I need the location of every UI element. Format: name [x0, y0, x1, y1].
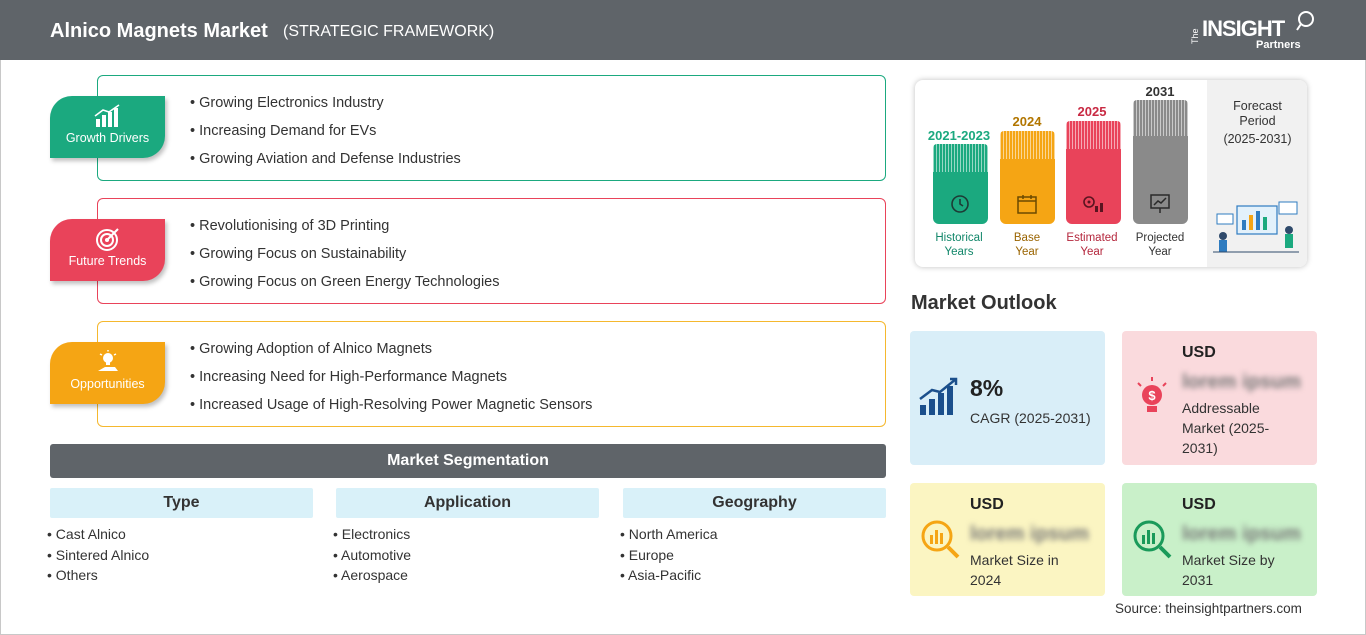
logo-magnifier-icon: [1296, 11, 1314, 31]
growth-chart-icon: [919, 377, 958, 415]
dollar-lightbulb-icon: $: [1137, 377, 1167, 412]
timeline-bar-estimated: [1066, 121, 1121, 224]
page-subtitle: (STRATEGIC FRAMEWORK): [283, 23, 495, 40]
timeline-year-historical: 2021-2023: [927, 128, 991, 143]
calendar-icon: [1017, 195, 1037, 214]
history-clock-icon: [951, 195, 969, 213]
timeline-label-historical: Historical Years: [935, 232, 983, 258]
lightbulb-hand-icon: [97, 350, 118, 371]
opportunities-badge: Opportunities: [50, 342, 165, 404]
forecast-title: Forecast Period: [1233, 99, 1282, 128]
cagr-card: 8% CAGR (2025-2031): [910, 331, 1105, 465]
list-item: Growing Adoption of Alnico Magnets: [190, 340, 592, 368]
list-item: Sintered Alnico: [47, 547, 313, 568]
size-2031-currency: USD: [1182, 496, 1216, 513]
timeline-bar-base: [1000, 131, 1055, 224]
forecast-period: (2025-2031): [1223, 132, 1292, 146]
future-trends-list: Revolutionising of 3D Printing Growing F…: [190, 217, 499, 301]
addressable-market-card: $ USD lorem ipsum Addressable Market (20…: [1122, 331, 1317, 465]
market-size-2024-card: USD lorem ipsum Market Size in 2024: [910, 483, 1105, 596]
opportunities-panel: Growing Adoption of Alnico Magnets Incre…: [97, 321, 886, 427]
market-outlook-title: Market Outlook: [911, 292, 1057, 314]
growth-drivers-label: Growth Drivers: [65, 131, 150, 145]
list-item: Increased Usage of High-Resolving Power …: [190, 396, 592, 424]
magnifier-chart-icon: [921, 520, 960, 559]
timeline-label-estimated: Estimated Year: [1066, 232, 1118, 258]
logo-the: The: [1190, 28, 1200, 44]
future-trends-badge: Future Trends: [50, 219, 165, 281]
future-trends-panel: Revolutionising of 3D Printing Growing F…: [97, 198, 886, 304]
segment-type-head: Type: [50, 488, 313, 518]
opportunities-label: Opportunities: [70, 377, 145, 391]
list-item: Automotive: [333, 547, 599, 568]
list-item: Growing Focus on Sustainability: [190, 245, 499, 273]
market-segmentation-header: Market Segmentation: [50, 444, 886, 478]
timeline-label-projected: Projected Year: [1135, 232, 1185, 258]
list-item: Increasing Need for High-Performance Mag…: [190, 368, 592, 396]
target-icon: [95, 228, 119, 251]
timeline-label-base: Base Year: [1013, 232, 1041, 258]
timeline-card: 2021-2023 Historical Years 2024 Base Yea…: [915, 80, 1307, 267]
segment-application-head: Application: [336, 488, 599, 518]
market-size-2031-card: USD lorem ipsum Market Size by 2031: [1122, 483, 1317, 596]
addressable-label: Addressable Market (2025- 2031): [1182, 400, 1270, 456]
list-item: Electronics: [333, 526, 599, 547]
cagr-value: 8%: [970, 375, 1004, 401]
size-2031-label: Market Size by 2031: [1182, 552, 1275, 588]
growth-drivers-panel: Growing Electronics Industry Increasing …: [97, 75, 886, 181]
list-item: Growing Focus on Green Energy Technologi…: [190, 273, 499, 301]
list-item: Growing Electronics Industry: [190, 94, 461, 122]
growth-drivers-badge: Growth Drivers: [50, 96, 165, 158]
timeline-bar-projected: [1133, 100, 1188, 224]
page-title: Alnico Magnets Market: [50, 20, 268, 42]
size-2031-value: lorem ipsum: [1182, 523, 1301, 545]
analytics-illustration-icon: [1213, 201, 1299, 253]
addressable-currency: USD: [1182, 344, 1216, 361]
addressable-value: lorem ipsum: [1182, 371, 1301, 393]
insight-partners-logo[interactable]: The INSIGHT Partners: [1190, 10, 1320, 54]
timeline-year-estimated: 2025: [1077, 104, 1107, 119]
future-trends-label: Future Trends: [68, 254, 147, 268]
gears-chart-icon: [1083, 196, 1103, 212]
segment-geography: Geography North America Europe Asia-Paci…: [623, 488, 886, 588]
list-item: Asia-Pacific: [620, 567, 886, 588]
bar-chart-growth-icon: [94, 104, 119, 127]
growth-drivers-list: Growing Electronics Industry Increasing …: [190, 94, 461, 178]
segment-application: Application Electronics Automotive Aeros…: [336, 488, 599, 588]
size-2024-label: Market Size in 2024: [970, 552, 1059, 588]
svg-text:$: $: [1148, 388, 1156, 403]
segment-type: Type Cast Alnico Sintered Alnico Others: [50, 488, 313, 588]
list-item: Increasing Demand for EVs: [190, 122, 461, 150]
header-bar: Alnico Magnets Market (STRATEGIC FRAMEWO…: [0, 0, 1366, 60]
list-item: Others: [47, 567, 313, 588]
list-item: Europe: [620, 547, 886, 568]
magnifier-chart-icon: [1133, 520, 1172, 559]
timeline-bar-historical: [933, 144, 988, 224]
list-item: Aerospace: [333, 567, 599, 588]
logo-insight: INSIGHT: [1202, 16, 1285, 41]
size-2024-currency: USD: [970, 496, 1004, 513]
list-item: Growing Aviation and Defense Industries: [190, 150, 461, 178]
logo-partners: Partners: [1256, 39, 1301, 51]
timeline-year-base: 2024: [1012, 114, 1042, 129]
source-link[interactable]: Source: theinsightpartners.com: [1115, 601, 1302, 616]
opportunities-list: Growing Adoption of Alnico Magnets Incre…: [190, 340, 592, 424]
list-item: Cast Alnico: [47, 526, 313, 547]
list-item: North America: [620, 526, 886, 547]
presentation-chart-icon: [1150, 194, 1170, 213]
cagr-label: CAGR (2025-2031): [970, 410, 1091, 426]
size-2024-value: lorem ipsum: [970, 523, 1089, 545]
list-item: Revolutionising of 3D Printing: [190, 217, 499, 245]
segment-geography-head: Geography: [623, 488, 886, 518]
timeline-year-projected: 2031: [1145, 84, 1175, 99]
